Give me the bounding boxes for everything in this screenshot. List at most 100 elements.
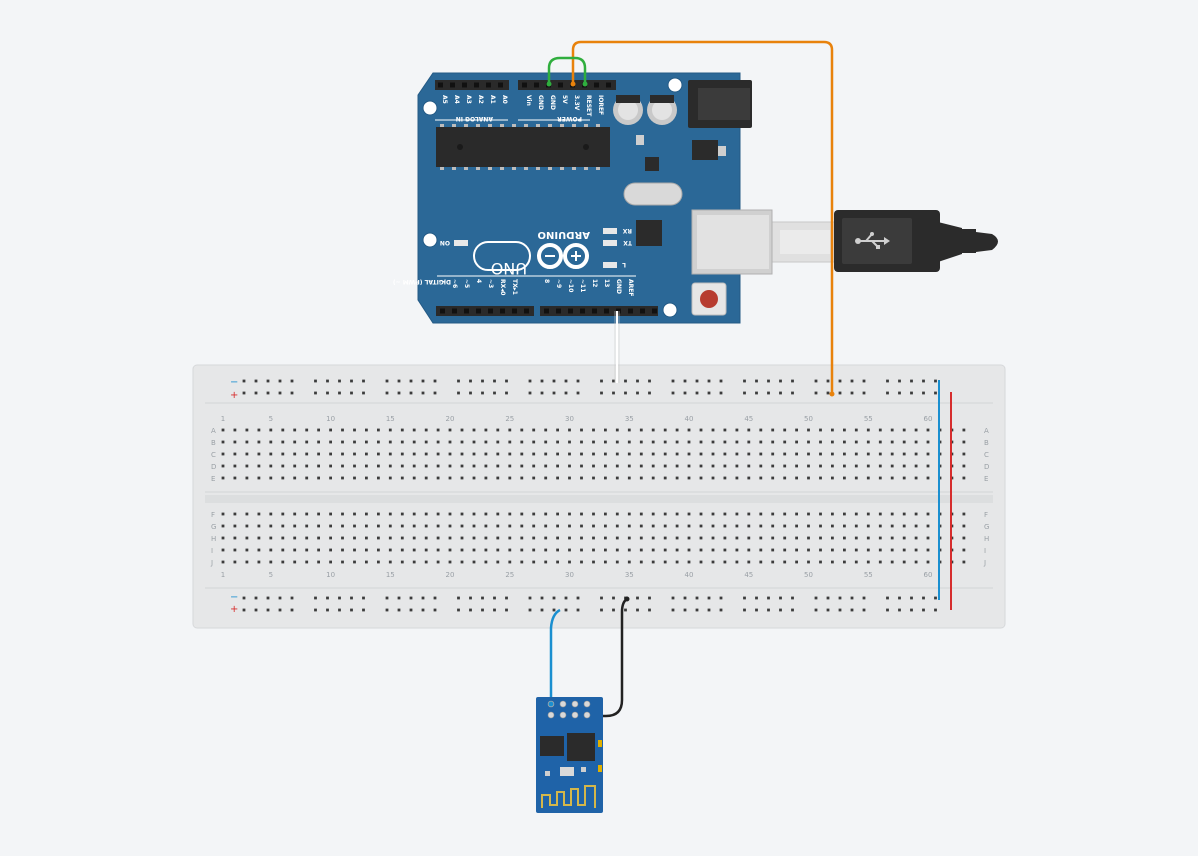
digital-pin-label: ~9: [555, 279, 562, 288]
digital-pin-label: GND: [615, 279, 622, 294]
row-label: E: [211, 475, 215, 483]
column-number: 35: [625, 571, 634, 579]
digital-pin-label: ~10: [567, 279, 574, 292]
digital-pin-label: TX▸1: [511, 279, 518, 295]
rail-plus-top: +: [230, 390, 238, 401]
power-label: POWER: [557, 115, 582, 122]
breadboard-labels: 1155101015152020252530303535404045455050…: [210, 415, 989, 579]
row-label: H: [211, 535, 216, 543]
label-on: ON: [440, 239, 450, 246]
digital-pin-label: ~11: [579, 279, 586, 292]
column-number: 60: [924, 415, 933, 423]
row-label: J: [983, 559, 986, 567]
row-label: A: [211, 427, 216, 435]
digital-pin-label: ~5: [463, 279, 470, 288]
reset-button[interactable]: [691, 282, 727, 316]
row-label: I: [211, 547, 213, 555]
crystal-oscillator: [623, 182, 683, 206]
digital-pin-label: ~6: [451, 279, 458, 288]
row-label: B: [211, 439, 216, 447]
analog-header[interactable]: [435, 80, 509, 90]
esp-main-chip: [567, 733, 595, 761]
analog-pin-label: A3: [465, 95, 472, 104]
label-rx: RX: [622, 227, 632, 234]
column-number: 60: [924, 571, 933, 579]
esp-antenna: [541, 785, 596, 808]
row-label: D: [984, 463, 989, 471]
arduino-brand-text: ARDUINO: [538, 229, 590, 240]
column-number: 1: [221, 415, 225, 423]
row-label: A: [984, 427, 989, 435]
column-number: 45: [744, 571, 753, 579]
column-number: 5: [269, 571, 273, 579]
column-number: 55: [864, 571, 873, 579]
wire-orange-3v3[interactable]: [571, 40, 834, 394]
arduino-logo: UNO ARDUINO: [473, 229, 590, 278]
wire-black-esp[interactable]: [589, 597, 628, 718]
column-number: 30: [565, 571, 574, 579]
row-label: G: [211, 523, 216, 531]
digital-pin-label: 8: [543, 279, 550, 283]
rail-minus-bottom: −: [230, 592, 238, 603]
digital-header-left[interactable]: [436, 306, 534, 316]
digital-pin-label: RX◂0: [499, 279, 506, 295]
usb-icon: [855, 232, 890, 249]
analog-pin-label: A1: [489, 95, 496, 104]
row-label: G: [984, 523, 989, 531]
breadboard[interactable]: 1155101015152020252530303535404045455050…: [192, 364, 1006, 629]
row-label: D: [211, 463, 216, 471]
column-number: 15: [386, 415, 395, 423]
column-number: 40: [685, 415, 694, 423]
esp-header-pins: [547, 700, 591, 719]
power-pin-label: GND: [537, 95, 544, 110]
analog-pin-label: A2: [477, 95, 484, 104]
column-number: 20: [446, 415, 455, 423]
digital-pin-label: 12: [591, 279, 598, 287]
row-label: C: [211, 451, 216, 459]
row-label: F: [984, 511, 988, 519]
row-label: J: [210, 559, 213, 567]
power-pin-label: Vin: [525, 95, 532, 106]
led-tx: [603, 240, 617, 246]
esp01-module[interactable]: [536, 697, 603, 813]
power-pin-label: RESET: [585, 95, 592, 117]
power-pin-label: GND: [549, 95, 556, 110]
led-l: [603, 262, 617, 268]
column-number: 35: [625, 415, 634, 423]
label-tx: TX: [623, 239, 632, 246]
digital-pin-label: 13: [603, 279, 610, 287]
mounting-hole: [422, 232, 438, 248]
usb-cable[interactable]: [769, 210, 998, 272]
column-number: 40: [685, 571, 694, 579]
mounting-hole: [422, 100, 438, 116]
wire-green-gnd[interactable]: [547, 56, 587, 84]
row-label: E: [984, 475, 988, 483]
breadboard-holes: [221, 379, 966, 612]
digital-header-right[interactable]: [540, 306, 658, 316]
column-number: 30: [565, 415, 574, 423]
column-number: 15: [386, 571, 395, 579]
analog-pin-label: A0: [501, 95, 508, 104]
analog-in-label: ANALOG IN: [456, 115, 493, 122]
power-header[interactable]: [518, 80, 616, 90]
wire-white-outline: [614, 311, 620, 383]
mounting-hole: [662, 302, 678, 318]
uno-text: UNO: [491, 259, 527, 278]
digital-pin-label: 7: [439, 279, 446, 283]
analog-pin-label: A5: [441, 95, 448, 104]
column-number: 10: [326, 571, 335, 579]
digital-pwm-label: DIGITAL (PWM ~): [393, 278, 451, 285]
row-label: C: [984, 451, 989, 459]
digital-pin-label: AREF: [627, 279, 634, 296]
led-on: [454, 240, 468, 246]
power-pin-label: IOREF: [597, 95, 604, 115]
digital-pin-label: 4: [475, 279, 482, 283]
column-number: 50: [804, 571, 813, 579]
column-number: 1: [221, 571, 225, 579]
column-number: 5: [269, 415, 273, 423]
wire-blue-esp[interactable]: [549, 608, 561, 702]
mounting-hole: [667, 77, 683, 93]
